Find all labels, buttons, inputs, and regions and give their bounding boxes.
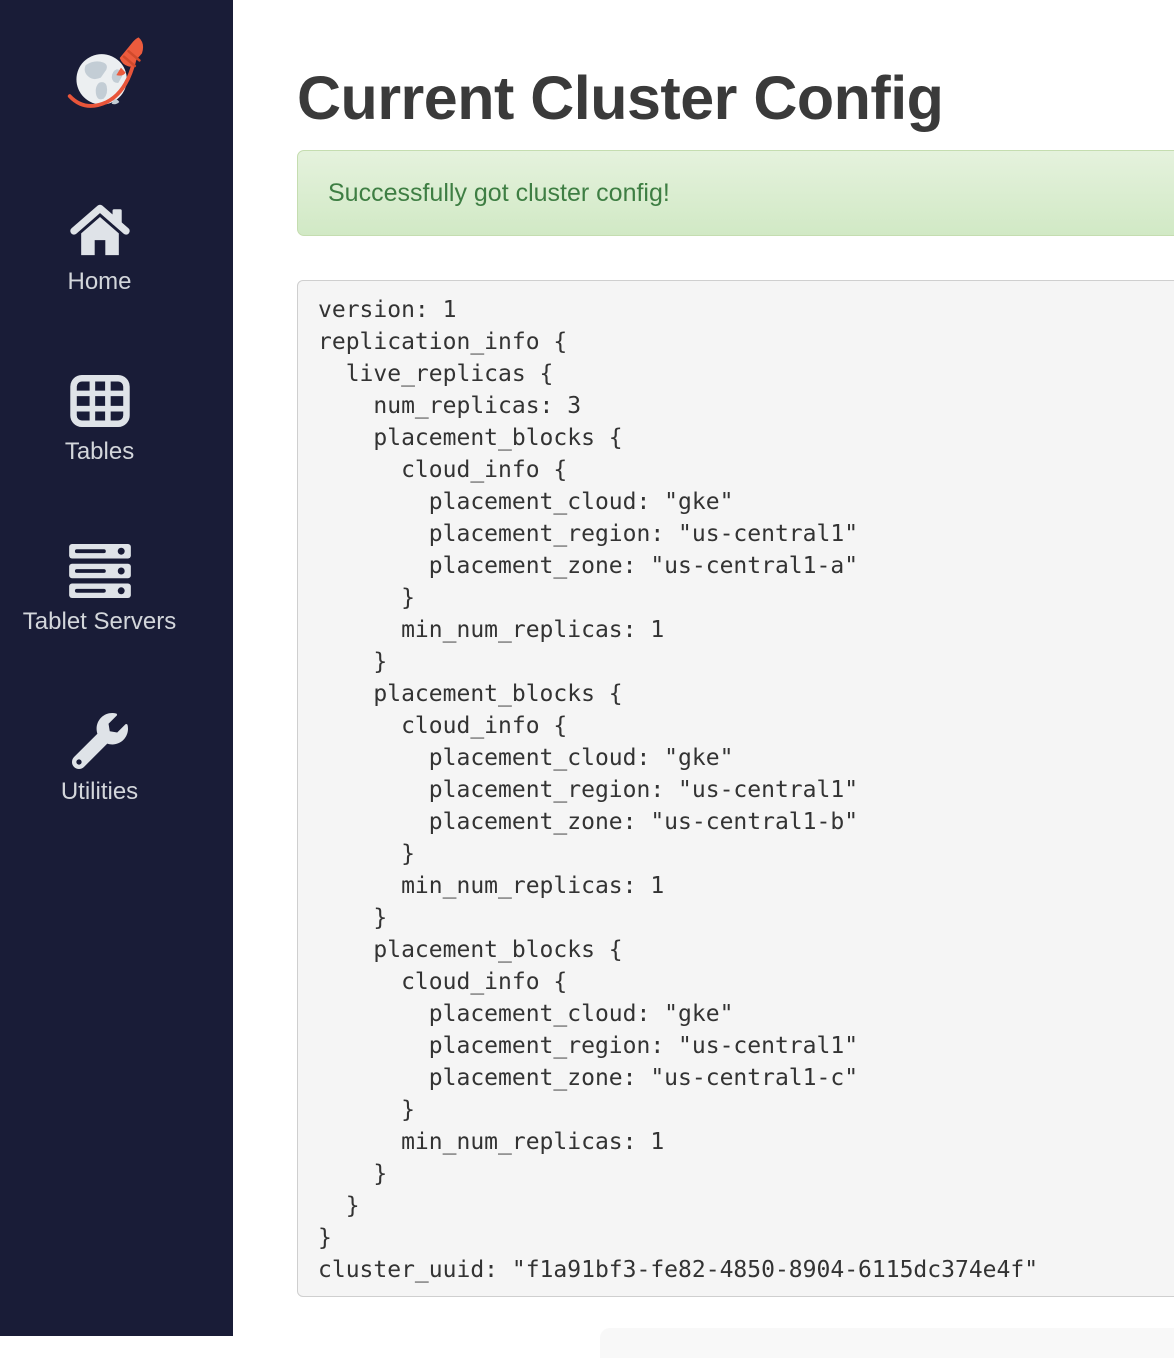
sidebar-item-home[interactable]: Home [67,204,132,297]
sidebar-item-tablet-servers[interactable]: Tablet Servers [22,544,177,637]
page-title: Current Cluster Config [297,64,944,132]
sidebar-nav: Home Tables [22,204,177,885]
home-icon [69,204,131,257]
sidebar-item-utilities[interactable]: Utilities [60,713,139,807]
bottom-peek-panel [600,1328,1174,1358]
table-icon [69,375,130,427]
wrench-icon [71,713,128,769]
yugabytedb-logo[interactable] [62,34,148,118]
sidebar-item-label: Home [67,268,132,295]
success-alert: Successfully got cluster config! [297,150,1174,236]
cluster-config-code: version: 1 replication_info { live_repli… [297,280,1174,1297]
sidebar-item-tables[interactable]: Tables [65,375,134,467]
sidebar-item-label: Utilities [60,778,139,805]
alert-message: Successfully got cluster config! [328,179,670,207]
sidebar: Home Tables [0,0,233,1336]
main-content: Current Cluster Config Successfully got … [233,0,1174,1336]
servers-icon [68,544,131,598]
sidebar-item-label: Tables [64,438,135,465]
sidebar-item-label: Tablet Servers [22,608,177,635]
rocket-globe-icon [67,37,143,108]
